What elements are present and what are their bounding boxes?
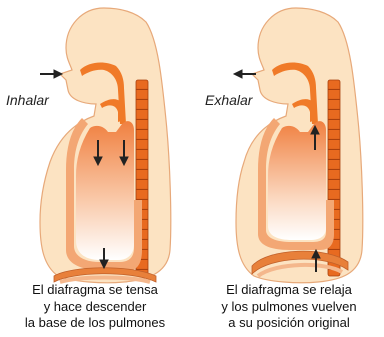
exhale-label: Exhalar [205,92,252,108]
inhale-label: Inhalar [6,92,49,108]
inhale-caption: El diafragma se tensa y hace descender l… [0,282,190,332]
exhale-caption-line-1: El diafragma se relaja [194,282,384,299]
exhale-airflow-arrow [234,70,256,78]
inhale-figure [40,8,171,283]
inhale-caption-line-1: El diafragma se tensa [0,282,190,299]
inhale-airflow-arrow [40,70,62,78]
exhale-caption-line-3: a su posición original [194,315,384,332]
inhale-caption-line-2: y hace descender [0,299,190,316]
exhale-lung [268,121,326,240]
exhale-caption-line-2: y los pulmones vuelven [194,299,384,316]
exhale-figure [234,8,363,283]
inhale-caption-line-3: la base de los pulmones [0,315,190,332]
exhale-caption: El diafragma se relaja y los pulmones vu… [194,282,384,332]
inhale-lung [76,121,134,260]
